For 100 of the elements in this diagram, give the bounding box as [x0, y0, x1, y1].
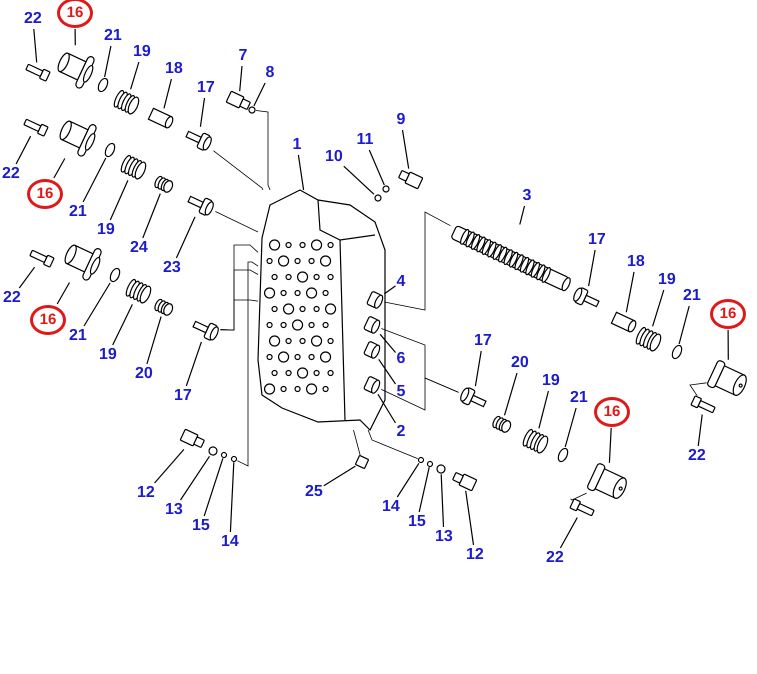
leader-line: [33, 28, 38, 62]
callout-number: 14: [221, 533, 239, 551]
leader-line: [230, 462, 234, 532]
callout-number: 7: [238, 47, 248, 65]
spring-drawing: [492, 416, 512, 433]
callout-number: 25: [305, 483, 323, 501]
leader-line: [83, 282, 111, 326]
bolt-drawing: [29, 250, 55, 268]
leader-line: [384, 285, 396, 294]
leader-line: [343, 166, 374, 195]
leader-line: [368, 150, 385, 186]
o-ring-drawing: [374, 194, 382, 202]
leader-line: [239, 66, 243, 92]
leader-line: [402, 130, 410, 169]
assembly-line: [384, 211, 451, 310]
assembly-line: [215, 211, 258, 232]
leader-line: [474, 350, 482, 386]
leader-line: [588, 250, 596, 286]
callout-number: 23: [163, 259, 181, 277]
leader-line: [380, 334, 396, 353]
port-plug-drawing: [363, 340, 380, 359]
leader-line: [74, 29, 76, 46]
callout-number: 19: [99, 346, 117, 364]
o-ring-drawing: [248, 106, 256, 114]
leader-line: [564, 408, 577, 448]
o-ring-drawing: [220, 452, 228, 458]
callout-number: 11: [356, 131, 374, 149]
callout-number: 2: [396, 423, 406, 441]
callout-number: 21: [69, 203, 87, 221]
callout-number: 17: [474, 332, 492, 350]
o-ring-drawing: [104, 142, 116, 158]
callout-number: 18: [627, 253, 645, 271]
callout-number: 10: [325, 148, 343, 166]
circled-callout-number: 16: [57, 0, 93, 28]
o-ring-drawing: [208, 446, 218, 456]
leader-line: [698, 414, 703, 446]
bolt-drawing: [25, 64, 51, 82]
cover-drawing: [64, 244, 103, 282]
o-ring-drawing: [426, 460, 434, 468]
assembly-line: [353, 430, 361, 456]
callout-number: 8: [266, 64, 274, 82]
leader-line: [146, 316, 162, 364]
leader-line: [204, 458, 224, 516]
circled-callout-number: 16: [710, 299, 746, 329]
leader-line: [377, 394, 396, 424]
leader-line: [16, 136, 32, 164]
callout-number: 17: [197, 79, 215, 97]
callout-number: 20: [511, 354, 529, 372]
o-ring-drawing: [672, 344, 682, 360]
spring-drawing: [154, 298, 174, 316]
circled-callout-number: 16: [594, 397, 630, 427]
leader-line: [728, 330, 729, 360]
callout-number: 22: [24, 10, 42, 28]
cover-drawing: [586, 462, 627, 499]
callout-number: 1: [292, 136, 302, 154]
leader-line: [678, 306, 690, 344]
leader-line: [142, 193, 161, 238]
port-plug-drawing: [363, 316, 380, 334]
spring-drawing: [114, 90, 140, 114]
assembly-line: [380, 377, 459, 411]
o-ring-drawing: [418, 456, 424, 464]
callout-number: 6: [396, 350, 406, 368]
o-ring-drawing: [382, 185, 390, 193]
callout-number: 17: [588, 231, 606, 249]
o-ring-drawing: [230, 456, 238, 462]
leader-line: [53, 158, 66, 178]
spring-drawing: [636, 326, 662, 352]
bolt-drawing: [569, 498, 595, 516]
callout-number: 13: [435, 528, 453, 546]
callout-number: 5: [396, 383, 406, 401]
spring-drawing: [154, 176, 174, 193]
leader-line: [608, 428, 612, 463]
plug-drawing: [185, 130, 212, 152]
plug-drawing: [187, 196, 214, 216]
assembly-line: [689, 382, 707, 396]
cover-drawing: [60, 120, 98, 158]
o-ring-drawing: [98, 78, 108, 92]
callout-number: 4: [396, 273, 406, 291]
assembly-line: [220, 300, 258, 330]
callout-number: 9: [396, 111, 406, 129]
callout-number: 12: [466, 546, 484, 564]
callout-number: 22: [2, 165, 20, 183]
callout-number: 22: [546, 549, 564, 567]
leader-line: [560, 517, 578, 548]
leader-line: [176, 216, 196, 258]
leader-line: [323, 466, 356, 486]
plug-drawing: [180, 428, 205, 448]
leader-line: [440, 474, 444, 528]
callout-number: 21: [570, 389, 588, 407]
leader-line: [396, 462, 420, 498]
leader-line: [378, 358, 396, 384]
o-ring-drawing: [110, 268, 120, 282]
plug-drawing: [460, 386, 487, 408]
callout-number: 24: [130, 239, 148, 257]
spring-drawing: [120, 154, 146, 180]
bolt-drawing: [23, 118, 49, 137]
callout-number: 19: [133, 43, 151, 61]
leader-line: [56, 282, 70, 304]
leader-line: [112, 304, 133, 346]
callout-number: 19: [542, 372, 560, 390]
